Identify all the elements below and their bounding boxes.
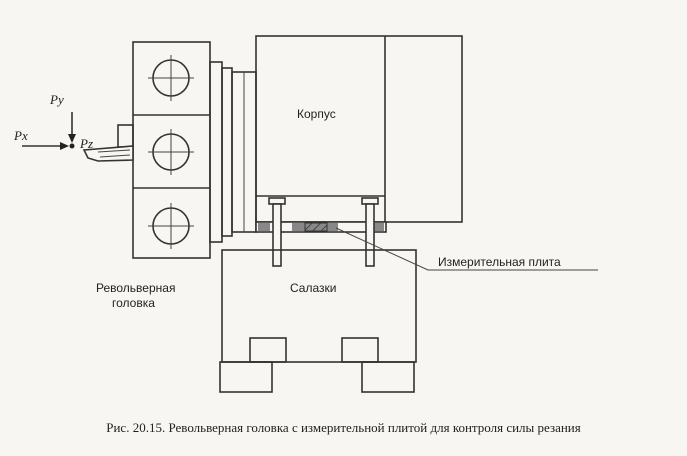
housing-label: Корпус bbox=[297, 107, 336, 121]
housing bbox=[255, 35, 463, 223]
measuring-plate bbox=[255, 221, 387, 233]
force-pz-label: Pz bbox=[79, 136, 93, 151]
force-py-arrow bbox=[68, 112, 76, 143]
turret-hole-bottom bbox=[148, 203, 194, 249]
cutting-tool bbox=[82, 124, 134, 162]
force-px-label: Px bbox=[13, 128, 28, 143]
force-application-point bbox=[69, 143, 75, 149]
plate-leader bbox=[335, 227, 598, 271]
slide-label: Салазки bbox=[290, 281, 336, 295]
slide bbox=[219, 249, 417, 393]
turret-flange bbox=[209, 61, 257, 243]
turret-hole-top bbox=[148, 55, 194, 101]
turret-label-line2: головка bbox=[112, 296, 155, 310]
force-px-arrow bbox=[22, 142, 69, 150]
figure-caption: Рис. 20.15. Револьверная головка с измер… bbox=[106, 420, 581, 435]
force-py-label: Py bbox=[49, 92, 64, 107]
turret-label-line1: Револьверная bbox=[96, 281, 175, 295]
bolt-left bbox=[268, 197, 286, 267]
turret-head bbox=[132, 41, 211, 259]
measuring-plate-label: Измерительная плита bbox=[438, 255, 561, 269]
bolt-right bbox=[361, 197, 379, 267]
turret-hole-middle bbox=[148, 129, 194, 175]
